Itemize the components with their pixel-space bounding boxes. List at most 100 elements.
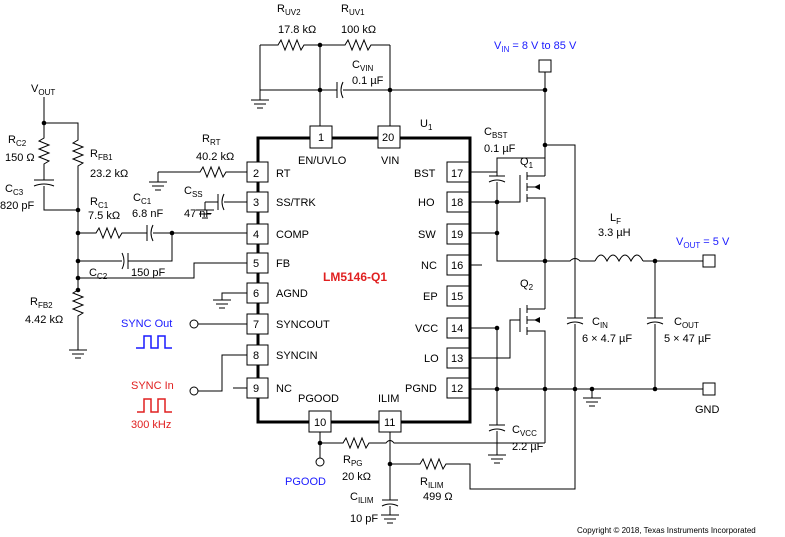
cc3-ref: CC3 [5,183,24,197]
pin-2-num: 2 [253,168,259,180]
lf-value: 3.3 µH [598,227,631,239]
pin-15-name: EP [423,291,438,303]
cvcc-capacitor [488,424,506,455]
lf-inductor [594,254,644,263]
rilim-resistor [390,389,576,490]
cc1-value: 6.8 nF [132,208,163,220]
vout-5v-label: VOUT = 5 V [676,236,730,250]
pin-16-num: 16 [451,260,463,272]
rrt-resistor [158,165,247,179]
pin-19-box [446,223,470,245]
left-pins: 2 RT 3 SS/TRK 4 COMP 5 FB 6 AGND 7 SYNCO… [246,161,330,399]
top-pins: 1 EN/UVLO 20 VIN [298,125,401,167]
ground-icon [381,514,399,524]
pin-17-name: BST [414,168,436,180]
sync-in-waveform-icon [137,398,172,413]
ground-icon [149,181,167,191]
rfb2-ref: RFB2 [30,296,53,310]
pin-3-num: 3 [253,197,259,209]
cvin-capacitor [336,81,344,99]
q1-mosfet [519,170,546,225]
pgnd-ground-icon [583,389,601,407]
cout-value: 5 × 47 µF [664,333,711,345]
pin-13-num: 13 [451,353,463,365]
power-stage: CBST 0.1 µF Q1 LF 3.3 µH Q2 CVCC 2.2 µF [469,126,730,464]
cvcc-ref: CVCC [512,424,537,438]
q1-ref: Q1 [520,156,534,170]
ground-icon [196,209,214,219]
pin-19-num: 19 [451,229,463,241]
cin-ref: CIN [592,316,608,330]
lf-ref: LF [610,212,621,226]
rilim-ref: RILIM [420,476,444,490]
sync-out-label: SYNC Out [121,318,172,330]
rrt-ref: RRT [202,133,221,147]
rilim-value: 499 Ω [423,491,453,503]
cin-capacitor [566,317,584,389]
bottom-pins: 10 PGOOD 11 ILIM [298,393,402,433]
sync-out-terminal [189,319,199,329]
pin-8-num: 8 [253,350,259,362]
sync-in-terminal [189,386,199,396]
cc1-ref: CC1 [133,192,152,206]
copyright-notice: Copyright © 2018, Texas Instruments Inco… [577,526,756,535]
rfb1-value: 23.2 kΩ [90,168,128,180]
pgood-terminal [315,457,325,467]
pin-1-name: EN/UVLO [298,155,347,167]
cc2-capacitor [121,252,129,270]
rt-ss-network: RRT 40.2 kΩ CSS 47 nF [149,133,247,220]
vin-terminal [538,59,552,73]
cc3-capacitor [33,179,78,211]
right-pins: 17 BST 18 HO 19 SW 16 NC 15 EP 14 VCC 13… [405,161,470,399]
pin-11-num: 11 [384,417,395,429]
pin-9-num: 9 [253,383,259,395]
cout-capacitor [646,261,664,389]
gnd-label: GND [695,404,720,416]
rc1-value: 7.5 kΩ [88,210,120,222]
cbst-capacitor [488,172,506,202]
rc2-resistor [37,123,51,180]
pin-19-name: SW [418,229,436,241]
css-value: 47 nF [184,208,212,220]
pin-6-num: 6 [253,288,259,300]
vin-rail: VIN = 8 V to 85 V [390,40,577,318]
q2-mosfet [519,300,546,389]
agnd-ground-icon [213,292,247,309]
pgood-ilim-network: PGOOD RPG 20 kΩ RILIM 499 Ω CILIM 10 pF [285,389,576,525]
pin-5-num: 5 [253,258,259,270]
pin-9-name: NC [276,383,292,395]
cvin-value: 0.1 µF [352,75,384,87]
ruv1-ref: RUV1 [341,3,365,17]
vout-node-label: VOUT [31,83,55,97]
pin-16-name: NC [421,260,437,272]
cvin-ref: CVIN [352,59,374,73]
pin-13-name: LO [424,353,439,365]
cin-value: 6 × 4.7 µF [582,333,632,345]
pin-20-num: 20 [382,132,394,144]
pin-2-name: RT [276,168,291,180]
cbst-ref: CBST [484,126,508,140]
ruv-resistor-chain [260,38,390,52]
rpg-ref: RPG [343,454,363,468]
rc1-ref: RC1 [90,196,109,210]
ruv2-ref: RUV2 [277,3,301,17]
cc3-value: 820 pF [0,200,35,212]
rc1-cc1-series [78,226,247,240]
rc2-value: 150 Ω [5,152,35,164]
pin-6-name: AGND [276,288,308,300]
ic-part-number: LM5146-Q1 [323,270,387,284]
rc2-ref: RC2 [8,134,27,148]
pin-4-name: COMP [276,229,309,241]
gnd-terminal [702,382,716,396]
pin-20-name: VIN [381,155,399,167]
ic-refdes: U1 [420,118,433,132]
pin-10-num: 10 [314,417,326,429]
pin-15-num: 15 [451,291,463,303]
pin-3-name: SS/TRK [276,197,316,209]
cilim-ref: CILIM [350,491,374,505]
css-ref: CSS [184,185,203,199]
rpg-resistor [320,436,545,450]
ic-body [256,136,472,424]
pin-20-box [377,125,401,149]
pin-12-box [446,377,470,399]
